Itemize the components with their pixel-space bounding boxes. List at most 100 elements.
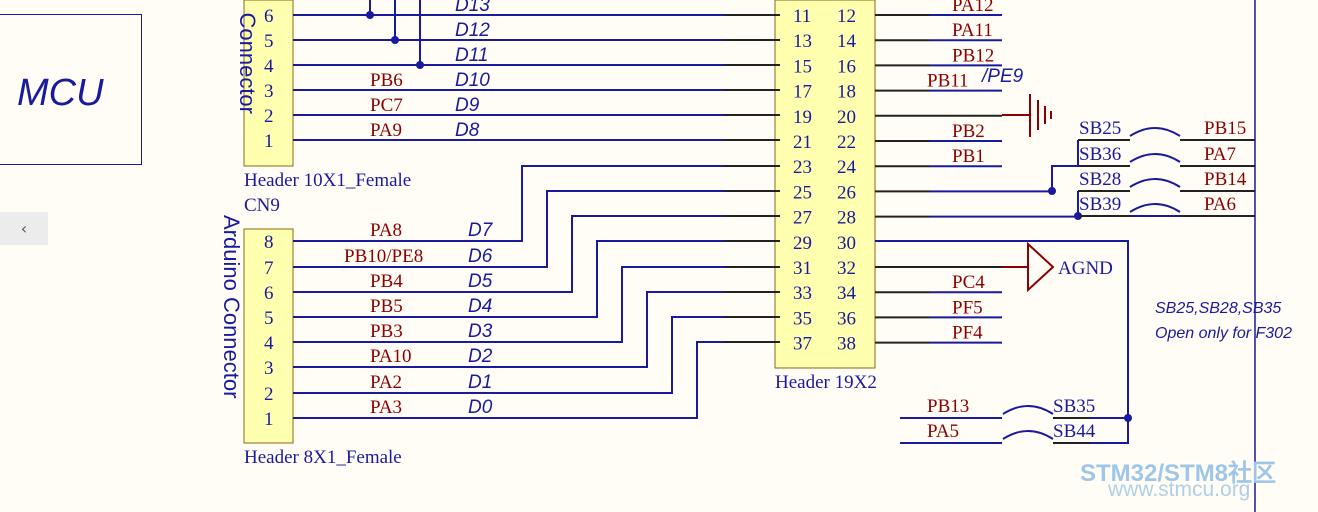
arduino-signal-wire xyxy=(293,190,725,268)
junction-dot xyxy=(416,61,424,69)
header-pin-right: 16 xyxy=(837,56,856,77)
arduino-signal-label: D1 xyxy=(468,372,492,393)
header-8x1-body xyxy=(243,228,294,444)
header-pin-right: 30 xyxy=(837,233,856,254)
header-pin-left: 23 xyxy=(793,157,812,178)
header-pin-left: 21 xyxy=(793,132,812,153)
solder-bridge-label: SB36 xyxy=(1079,144,1121,165)
header-pin-left: 25 xyxy=(793,182,812,203)
sb-bottom-net-label: PB13 xyxy=(927,396,969,417)
arduino-net-label: PB10/PE8 xyxy=(344,246,423,267)
upper-pin-number: 5 xyxy=(264,31,274,52)
mcu-label: MCU xyxy=(17,72,104,114)
sb-net-label: PB14 xyxy=(1204,169,1247,190)
pin30-wire xyxy=(875,240,1129,444)
header-pin-left: 31 xyxy=(793,258,812,279)
header-pin-right: 28 xyxy=(837,208,856,229)
arduino-net-label: PB3 xyxy=(370,321,403,342)
solder-bridge-arc xyxy=(1129,153,1181,163)
junction-dot xyxy=(1124,414,1132,422)
arduino-connector-vertical-label: Arduino Connector xyxy=(219,215,244,398)
sb-link-wire xyxy=(1051,140,1079,191)
arduino-signal-wire xyxy=(293,240,725,318)
upper-pin-number: 3 xyxy=(264,81,274,102)
arduino-pin-number: 1 xyxy=(264,409,274,430)
right-net-label: PB11 xyxy=(927,71,969,92)
right-net-label: PA11 xyxy=(952,20,993,41)
sb-bottom-net-label: PA5 xyxy=(927,421,959,442)
sb-net-label: PA7 xyxy=(1204,144,1236,165)
solder-bridge-arc xyxy=(1002,430,1054,440)
arduino-pin-number: 8 xyxy=(264,232,274,253)
arduino-signal-wire xyxy=(293,291,725,368)
solder-bridge-label: SB39 xyxy=(1079,194,1121,215)
arduino-net-label: PA2 xyxy=(370,372,402,393)
header-pin-left: 19 xyxy=(793,107,812,128)
right-net-label: PB12 xyxy=(952,45,994,66)
header-pin-right: 38 xyxy=(837,334,856,355)
header-pin-right: 34 xyxy=(837,283,857,304)
sb-bottom-label: SB35 xyxy=(1053,396,1095,417)
upper-pin-number: 4 xyxy=(264,56,274,77)
arduino-net-label: PB5 xyxy=(370,296,403,317)
ground-symbol xyxy=(1002,94,1052,137)
header-pin-right: 12 xyxy=(837,6,856,27)
connector-vertical-label: Connector xyxy=(235,12,260,114)
arduino-signal-label: D5 xyxy=(468,271,493,292)
upper-net-label: PB6 xyxy=(370,70,403,91)
sb-net-label: PB15 xyxy=(1204,118,1246,139)
solder-bridge-label: SB28 xyxy=(1079,169,1121,190)
upper-signal-label: D9 xyxy=(455,95,480,116)
upper-pin-number: 2 xyxy=(264,106,274,127)
header-pin-left: 29 xyxy=(793,233,812,254)
header-pin-right: 18 xyxy=(837,82,856,103)
solder-bridge-label: SB25 xyxy=(1079,118,1121,139)
header-pin-right: 24 xyxy=(837,157,857,178)
arduino-signal-label: D2 xyxy=(468,346,493,367)
header-pin-left: 27 xyxy=(793,208,812,229)
arduino-net-label: PA10 xyxy=(370,346,412,367)
arduino-signal-wire xyxy=(293,266,725,343)
sb-bottom-label: SB44 xyxy=(1053,421,1096,442)
note-line1: SB25,SB28,SB35 xyxy=(1155,300,1281,317)
upper-signal-label: D10 xyxy=(455,70,490,91)
arduino-pin-number: 4 xyxy=(264,333,274,354)
header-pin-left: 13 xyxy=(793,31,812,52)
arduino-pin-number: 5 xyxy=(264,308,274,329)
right-net-label: PB2 xyxy=(952,121,985,142)
solder-bridge-arc xyxy=(1129,178,1181,188)
cn9-designator: CN9 xyxy=(244,195,280,216)
arduino-signal-wire xyxy=(293,165,725,242)
arduino-pin-number: 7 xyxy=(264,258,274,279)
upper-net-label: PA9 xyxy=(370,120,402,141)
arduino-pin-number: 3 xyxy=(264,358,274,379)
right-net-label: PA12 xyxy=(952,0,994,16)
arduino-signal-label: D4 xyxy=(468,296,492,317)
arduino-pin-number: 2 xyxy=(264,384,274,405)
header-pin-right: 32 xyxy=(837,258,856,279)
note-line2: Open only for F302 xyxy=(1155,325,1292,342)
upper-signal-label: D11 xyxy=(455,45,488,66)
header-pin-left: 33 xyxy=(793,283,812,304)
header-pin-left: 17 xyxy=(793,82,812,103)
watermark-title: STM32/STM8社区 xyxy=(1080,460,1277,487)
header-19x2-body xyxy=(774,0,876,369)
upper-pin-number: 1 xyxy=(264,131,274,152)
arduino-pin-number: 6 xyxy=(264,283,274,304)
sb-net-label: PA6 xyxy=(1204,194,1236,215)
header-pin-left: 15 xyxy=(793,56,812,77)
arduino-signal-label: D3 xyxy=(468,321,493,342)
agnd-label: AGND xyxy=(1058,258,1113,279)
collapse-panel-button[interactable]: ‹ xyxy=(0,212,48,245)
agnd-symbol xyxy=(1002,241,1055,293)
junction-dot xyxy=(1048,187,1056,195)
upper-pin-number: 6 xyxy=(264,6,274,27)
arduino-signal-wire xyxy=(293,341,725,419)
